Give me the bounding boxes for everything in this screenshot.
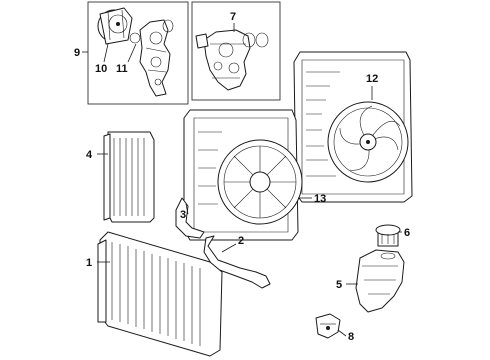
callout-8: 8 — [337, 329, 354, 343]
callout-label-7: 7 — [230, 11, 236, 23]
coolant-reservoir — [355, 249, 405, 313]
callout-4: 4 — [86, 149, 108, 161]
callout-label-4: 4 — [86, 149, 93, 161]
thermostat-group-box — [191, 1, 281, 101]
callout-2: 2 — [221, 235, 244, 253]
callout-3: 3 — [180, 203, 189, 221]
coolant-sensor — [315, 313, 341, 339]
callout-9: 9 — [74, 47, 88, 59]
callout-label-8: 8 — [348, 331, 354, 343]
callout-label-13: 13 — [314, 193, 326, 205]
callout-label-10: 10 — [95, 63, 107, 75]
callout-label-6: 6 — [404, 227, 410, 239]
water-pump — [97, 7, 133, 45]
fan-shroud — [183, 109, 303, 241]
callout-6: 6 — [398, 227, 410, 239]
callout-11: 11 — [116, 43, 137, 75]
callout-1: 1 — [86, 257, 110, 269]
water-pump-housing — [129, 19, 174, 97]
lower-radiator-hose — [203, 235, 271, 289]
callout-label-5: 5 — [336, 279, 342, 291]
callout-12: 12 — [366, 73, 378, 100]
thermostat-housing — [195, 29, 269, 91]
callout-5: 5 — [336, 279, 358, 291]
callout-13: 13 — [298, 193, 326, 205]
callout-label-3: 3 — [180, 209, 186, 221]
cooling-fan-assembly — [293, 51, 413, 203]
callout-10: 10 — [95, 43, 109, 75]
water-pump-group-box — [87, 1, 189, 105]
auxiliary-radiator — [103, 131, 155, 223]
upper-radiator-hose — [175, 197, 205, 239]
radiator — [97, 231, 223, 357]
reservoir-cap — [375, 224, 401, 247]
callout-7: 7 — [230, 11, 236, 32]
callout-label-11: 11 — [116, 63, 128, 75]
callout-label-9: 9 — [74, 47, 80, 59]
callout-label-1: 1 — [86, 257, 92, 269]
callout-label-12: 12 — [366, 73, 378, 85]
callout-label-2: 2 — [238, 235, 244, 247]
